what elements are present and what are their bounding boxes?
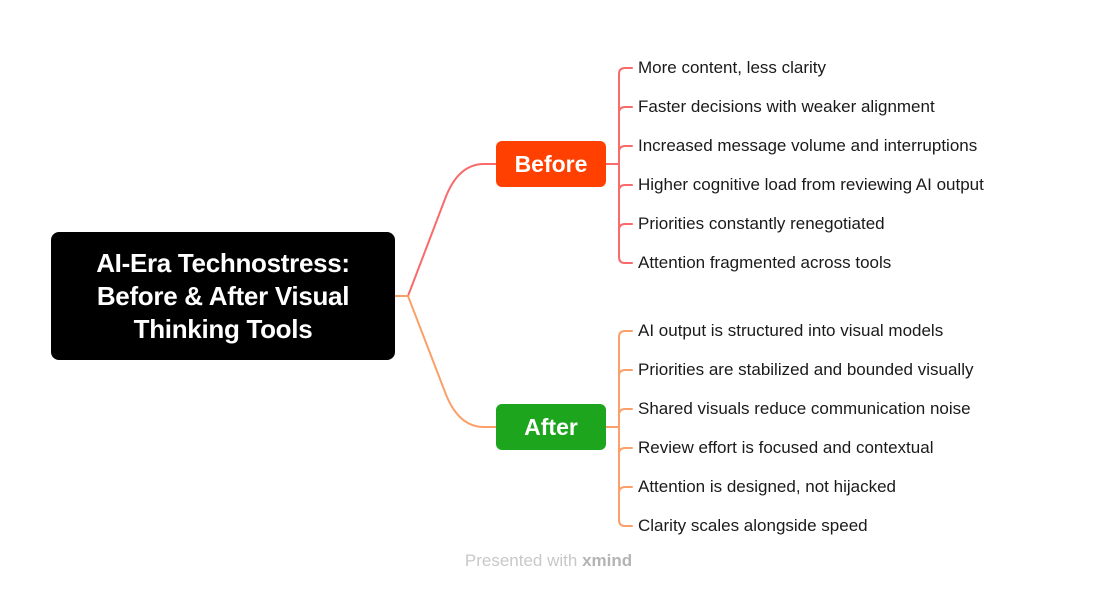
subtopic-connector <box>618 145 633 153</box>
watermark-prefix: Presented with <box>464 551 583 570</box>
subtopic-after[interactable]: Priorities are stabilized and bounded vi… <box>638 360 974 379</box>
subtopic-connector <box>618 256 633 264</box>
subtopic-connector <box>618 330 633 338</box>
subtopic-connector <box>618 67 633 75</box>
subtopic-connector <box>618 519 633 527</box>
subtopic-before[interactable]: Priorities constantly renegotiated <box>638 214 885 233</box>
subtopic-before[interactable]: More content, less clarity <box>638 58 827 77</box>
subtopic-connector <box>618 408 633 416</box>
subtopic-after[interactable]: Review effort is focused and contextual <box>638 438 934 457</box>
subtopic-after[interactable]: Shared visuals reduce communication nois… <box>638 399 971 418</box>
subtopic-connector <box>618 369 633 377</box>
central-topic-line: AI-Era Technostress: <box>96 247 350 278</box>
watermark: Presented with xmind <box>0 551 1097 571</box>
branch-connector-before <box>407 163 497 297</box>
subtopic-before[interactable]: Faster decisions with weaker alignment <box>638 97 935 116</box>
subtopic-before[interactable]: Attention fragmented across tools <box>638 253 892 272</box>
central-topic-line: Thinking Tools <box>133 313 313 344</box>
main-topic-before[interactable]: Before <box>496 141 606 187</box>
subtopic-connector <box>618 486 633 494</box>
xmind-logo: xmind <box>582 551 633 570</box>
subtopic-before[interactable]: Higher cognitive load from reviewing AI … <box>638 175 984 194</box>
subtopic-connector <box>618 106 633 114</box>
central-topic[interactable]: AI-Era Technostress: Before & After Visu… <box>51 232 395 360</box>
main-topic-after[interactable]: After <box>496 404 606 450</box>
subtopic-connector <box>618 223 633 231</box>
subtopic-after[interactable]: AI output is structured into visual mode… <box>638 321 944 340</box>
subtopic-connector <box>618 447 633 455</box>
subtopic-after[interactable]: Clarity scales alongside speed <box>638 516 868 535</box>
branch-connector-after <box>407 295 497 428</box>
subtopic-before[interactable]: Increased message volume and interruptio… <box>638 136 978 155</box>
subtopic-connector <box>618 184 633 192</box>
central-topic-line: Before & After Visual <box>96 280 350 311</box>
subtopic-after[interactable]: Attention is designed, not hijacked <box>638 477 897 496</box>
